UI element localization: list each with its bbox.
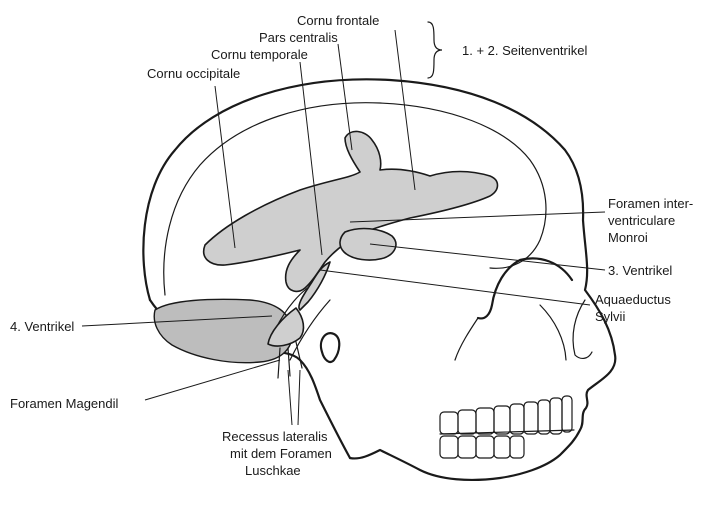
lateral-ventricle: [204, 131, 498, 291]
label-aquaeductus-1: Aquaeductus: [595, 292, 671, 307]
label-foramen-interventriculare-3: Monroi: [608, 230, 648, 245]
teeth: [440, 396, 574, 458]
label-foramen-interventriculare-1: Foramen inter-: [608, 196, 693, 211]
lateral-ventricle-brace: [428, 22, 442, 78]
nasal-outline: [573, 300, 592, 358]
label-recessus-1: Recessus lateralis: [222, 429, 328, 444]
label-seitenventrikel: 1. + 2. Seitenventrikel: [462, 43, 587, 58]
cheek-outline: [455, 305, 566, 360]
label-recessus-2: mit dem Foramen: [230, 446, 332, 461]
label-ventrikel-4: 4. Ventrikel: [10, 319, 74, 334]
cerebellum-shaded: [154, 299, 292, 362]
label-pars-centralis: Pars centralis: [259, 30, 338, 45]
label-recessus-3: Luschkae: [245, 463, 301, 478]
label-foramen-interventriculare-2: ventriculare: [608, 213, 675, 228]
label-cornu-frontale: Cornu frontale: [297, 13, 379, 28]
ear-outline: [321, 333, 339, 362]
skull-outline: [143, 79, 615, 480]
label-cornu-temporale: Cornu temporale: [211, 47, 308, 62]
label-foramen-magendil: Foramen Magendil: [10, 396, 118, 411]
orbit-outline: [478, 258, 572, 318]
label-cornu-occipitale: Cornu occipitale: [147, 66, 240, 81]
label-aquaeductus-2: Sylvii: [595, 309, 625, 324]
third-ventricle: [340, 229, 396, 260]
label-ventrikel-3: 3. Ventrikel: [608, 263, 672, 278]
